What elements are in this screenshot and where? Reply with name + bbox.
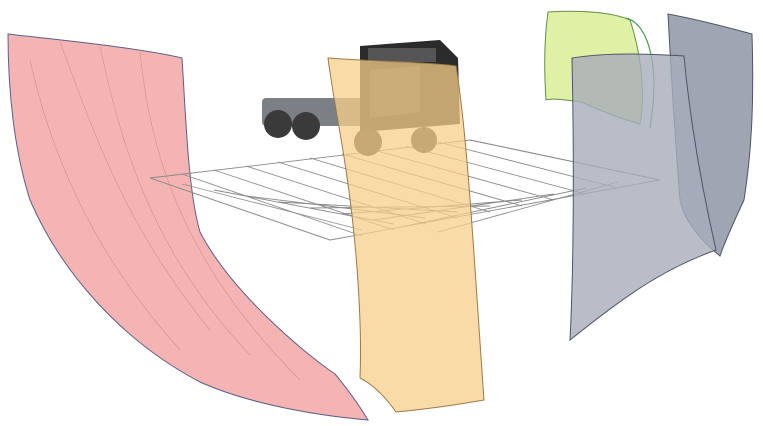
rear-wheel-2 — [292, 112, 320, 140]
cab-roof — [368, 48, 436, 62]
orange-vertical-surface — [328, 58, 484, 412]
pink-curved-surface — [8, 34, 368, 420]
rear-wheel — [264, 110, 292, 138]
